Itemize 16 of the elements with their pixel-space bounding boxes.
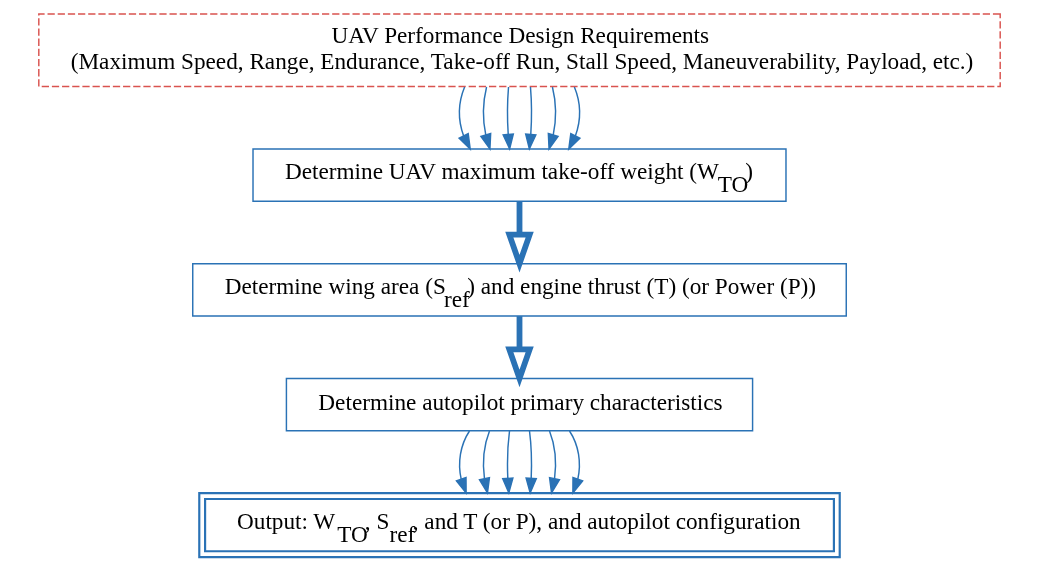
arrow [455,430,471,495]
node-box: Determine autopilot primary characteristics [285,377,754,432]
arrow [457,86,472,151]
arrow [524,86,537,152]
node-box: UAV Performance Design Requirements (Maximum Speed, Range, Endurance, Take-off Run, Stall Speed, Maneuverability, Payload, etc.) [38,13,1001,88]
arrow [505,316,534,388]
arrow [548,430,561,496]
arrow [525,430,538,496]
arrow [547,86,560,152]
arrow [505,201,534,273]
arrow [568,430,584,495]
arrow [567,86,582,151]
arrow [478,430,491,496]
arrow [501,430,514,496]
arrow [479,86,492,152]
arrow [502,86,515,152]
